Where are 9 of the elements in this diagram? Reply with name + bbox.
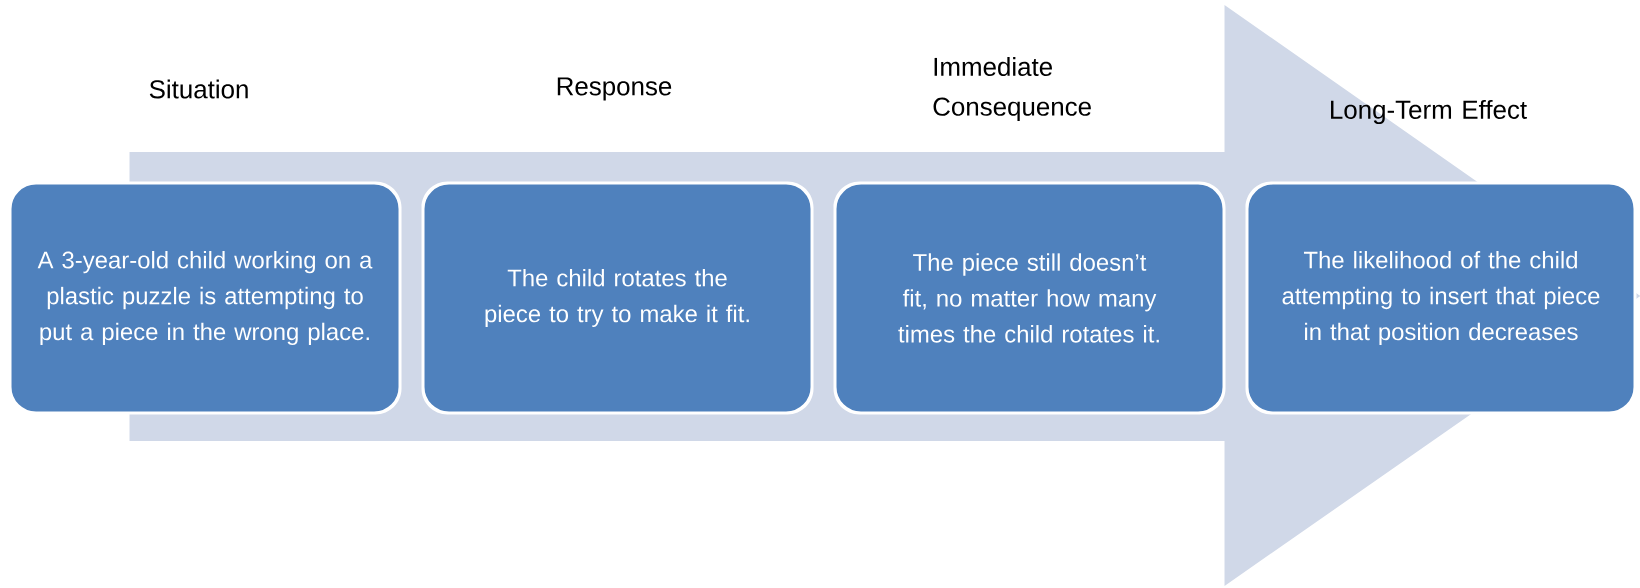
step-heading: Immediate Consequence bbox=[933, 57, 1091, 121]
step-box: The likelihood of the child attempting to insert that piece in that position decreases bbox=[1245, 181, 1637, 415]
step-heading: Long-Term Effect bbox=[1331, 99, 1527, 125]
step-heading: Situation bbox=[149, 79, 248, 99]
step-heading: Response bbox=[557, 77, 672, 101]
process-arrow bbox=[129, 5, 1640, 586]
step-box: A 3-year-old child working on a plastic puzzle is attempting to put a piece in the wrong place. bbox=[8, 181, 402, 415]
step-box: The child rotates the piece to try to make it fit. bbox=[421, 181, 814, 415]
step-box: The piece still doesn’t fit, no matter how many times the child rotates it. bbox=[833, 181, 1226, 415]
